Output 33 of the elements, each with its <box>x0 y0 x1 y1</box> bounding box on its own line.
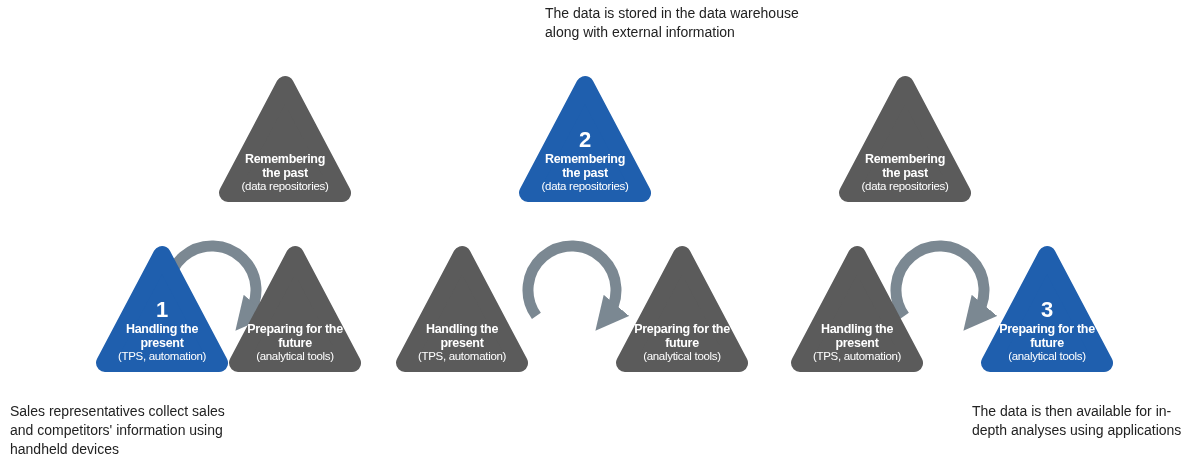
node-title: Handling the present <box>819 322 895 350</box>
triangle-node <box>790 245 924 373</box>
caption-text: The data is stored in the data warehouse along with external information <box>545 4 800 42</box>
node-title: Preparing for the future <box>999 322 1095 350</box>
step-number: 1 <box>155 298 169 322</box>
step-number: 2 <box>578 128 592 152</box>
node-title: Remembering the past <box>243 152 327 180</box>
node-subtitle: (analytical tools) <box>1008 350 1086 363</box>
node-title: Handling the present <box>124 322 200 350</box>
triangle-node <box>395 245 529 373</box>
step-number: 3 <box>1040 298 1054 322</box>
triangle-node <box>838 75 972 203</box>
node-subtitle: (TPS, automation) <box>812 350 902 363</box>
node-title: Remembering the past <box>543 152 627 180</box>
triangle-node <box>218 75 352 203</box>
triangle-node <box>980 245 1114 373</box>
node-title: Remembering the past <box>863 152 947 180</box>
triangle-node <box>518 75 652 203</box>
node-subtitle: (data repositories) <box>241 180 329 193</box>
triangle-node <box>228 245 362 373</box>
node-subtitle: (analytical tools) <box>643 350 721 363</box>
node-title: Handling the present <box>424 322 500 350</box>
node-subtitle: (analytical tools) <box>256 350 334 363</box>
node-subtitle: (TPS, automation) <box>417 350 507 363</box>
triangle-node <box>615 245 749 373</box>
node-subtitle: (data repositories) <box>861 180 949 193</box>
triangle-node <box>95 245 229 373</box>
caption-text: Sales representatives collect sales and competitors' information using handheld devices <box>10 402 226 459</box>
caption-text: The data is then available for in-depth analyses using applications <box>972 402 1183 440</box>
node-title: Preparing for the future <box>247 322 343 350</box>
node-title: Preparing for the future <box>634 322 730 350</box>
node-subtitle: (TPS, automation) <box>117 350 207 363</box>
node-subtitle: (data repositories) <box>541 180 629 193</box>
